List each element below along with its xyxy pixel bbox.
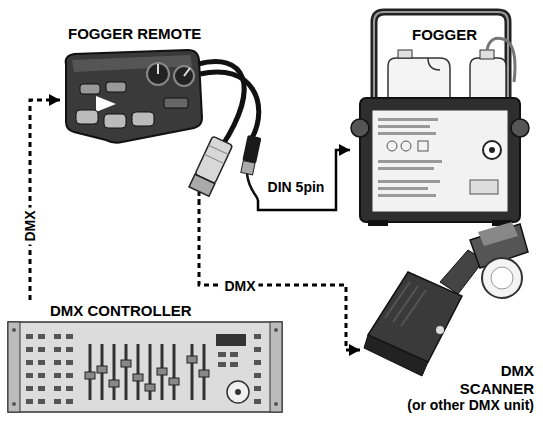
arrow-head — [339, 144, 350, 156]
controller-drawing — [8, 322, 282, 412]
device-heading: FOGGER REMOTE — [68, 25, 201, 42]
device-heading: DMX SCANNER — [434, 362, 534, 397]
device-node: FOGGER — [350, 22, 535, 230]
device-node: FOGGER REMOTE — [60, 25, 262, 200]
cable-label: DMX — [22, 207, 39, 244]
fogger-drawing — [351, 12, 529, 226]
device-heading: DMX CONTROLLER — [50, 302, 192, 319]
device-heading: FOGGER — [412, 26, 477, 43]
cable-connector — [30, 94, 60, 300]
cable-label: DIN 5pin — [265, 179, 328, 196]
cable-line — [30, 100, 60, 300]
cable-connector — [199, 200, 360, 356]
device-heading: (or other DMX unit) — [407, 397, 534, 413]
device-node: DMX SCANNER(or other DMX unit) — [360, 232, 538, 415]
cable-line — [258, 150, 350, 210]
arrow-head — [349, 344, 360, 356]
device-node: DMX CONTROLLER — [5, 300, 285, 415]
scanner-drawing — [364, 222, 528, 376]
cable-line — [199, 200, 360, 350]
arrow-head — [49, 94, 60, 106]
remote-drawing — [66, 50, 262, 200]
cable-connector — [258, 144, 350, 210]
cable-label: DMX — [221, 278, 258, 295]
